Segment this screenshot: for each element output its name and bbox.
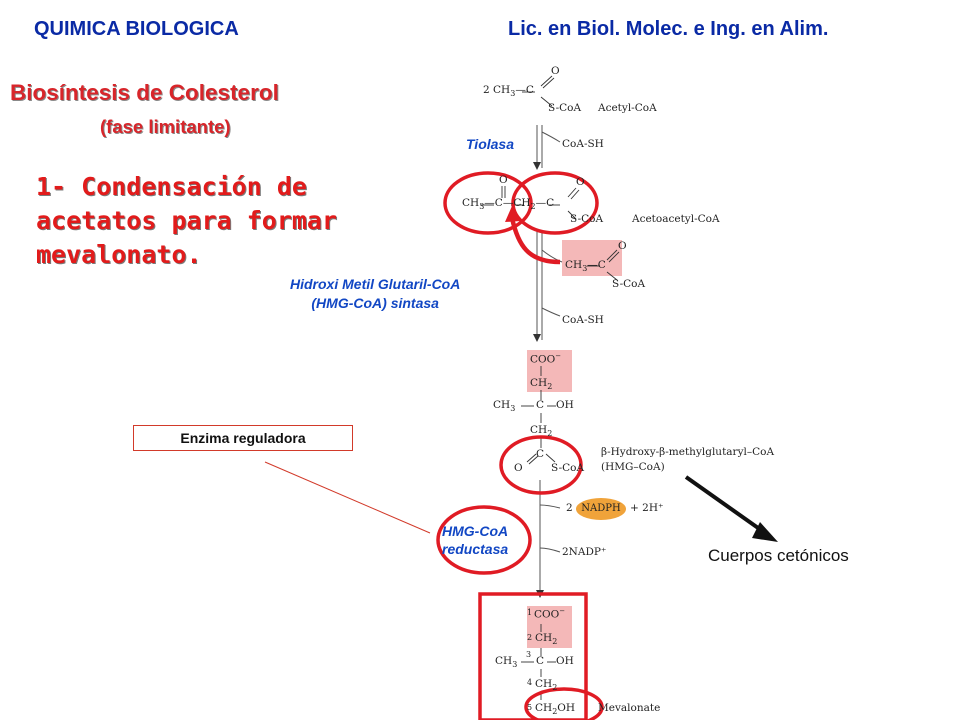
- condensation-arrow: [509, 217, 561, 265]
- acetyl-group-circle: [443, 171, 533, 235]
- hmg-ch2-top: CH2: [530, 377, 553, 392]
- alcohol-group-circle: [524, 687, 604, 720]
- mevalonate-head-highlight: [527, 606, 572, 648]
- ketone-arrow-shaft: [684, 475, 770, 537]
- reaction-arrows: [533, 125, 563, 598]
- mev-ch3: CH3: [495, 655, 518, 670]
- course-title: QUIMICA BIOLOGICA: [34, 18, 239, 40]
- hmg-head-highlight: [527, 350, 572, 392]
- hmg-coa-abbr: (HMG–CoA): [601, 461, 665, 473]
- hmg-c-bottom: C: [536, 448, 545, 460]
- enzyme-hmg-reductase-line1: HMG-CoA: [442, 523, 509, 539]
- ketone-bodies-label: Cuerpos cetónicos: [708, 546, 849, 565]
- oxygen-label: O: [499, 174, 508, 186]
- step-line-2: acetatos para formar: [36, 206, 338, 235]
- scoa-label: S-CoA: [548, 102, 582, 114]
- nadph-badge: NADPH: [576, 498, 626, 520]
- mev-ch2-top: CH2: [535, 632, 558, 647]
- hmg-oh: OH: [556, 399, 574, 411]
- hmg-ch2-bottom: CH2: [530, 424, 553, 439]
- carbon-number: 3: [526, 650, 532, 659]
- oxygen-label: O: [551, 65, 560, 77]
- step-line-1: 1- Condensación de: [36, 172, 307, 201]
- enzyme-hmg-synthase-line1: Hidroxi Metil Glutaril-CoA: [290, 276, 461, 292]
- annotation-circles: [436, 171, 604, 720]
- regulatory-connector: [264, 461, 431, 534]
- slide-subtitle: (fase limitante): [100, 116, 231, 137]
- scoa-label: S-CoA: [570, 213, 604, 225]
- reductase-circle: [436, 505, 532, 575]
- coash-label-1: CoA-SH: [562, 138, 604, 150]
- course-subtitle: Lic. en Biol. Molec. e Ing. en Alim.: [508, 18, 829, 40]
- mevalonate-box: [478, 592, 588, 720]
- hmg-coa-name: β-Hydroxy-β-methylglutaryl–CoA: [601, 446, 775, 458]
- slide-title: Biosíntesis de Colesterol: [10, 80, 279, 105]
- oxygen-label: O: [514, 462, 523, 474]
- carbon-number: 5: [527, 703, 533, 712]
- regulatory-enzyme-box: Enzima reguladora: [133, 425, 353, 451]
- step-line-3: mevalonato.: [36, 240, 202, 269]
- mev-c: C: [536, 655, 545, 667]
- coash-label-2: CoA-SH: [562, 314, 604, 326]
- carbon-number: 1: [527, 608, 533, 617]
- h-plus: + 2H⁺: [630, 502, 664, 514]
- scoa-label: S-CoA: [551, 462, 585, 474]
- acetyl-coa-name: Acetyl-CoA: [598, 102, 657, 114]
- step-description: 1- Condensación de acetatos para formar …: [36, 170, 337, 272]
- mev-ch2oh: CH2OH: [535, 702, 576, 717]
- nadph-coef: 2: [566, 502, 573, 514]
- thioester-group-circle: [511, 171, 599, 235]
- thioester-hmg-circle: [499, 435, 583, 495]
- carbon-number: 2: [527, 633, 533, 642]
- side-acetyl-formula: CH3—C: [565, 259, 606, 274]
- nadp-label: 2NADP⁺: [562, 546, 607, 558]
- oxygen-label: O: [576, 176, 585, 188]
- enzyme-tiolasa: Tiolasa: [466, 136, 514, 152]
- acetyl-coa-formula: 2 CH3—C: [483, 84, 534, 99]
- oxygen-label: O: [618, 240, 627, 252]
- acetoacetyl-coa-name: Acetoacetyl-CoA: [632, 213, 720, 225]
- enzyme-hmg-reductase-line2: reductasa: [442, 541, 509, 557]
- hmg-c: C: [536, 399, 545, 411]
- acetoacetyl-formula: CH3—C—CH2—C: [462, 197, 555, 212]
- carbon-number: 4: [527, 678, 533, 687]
- mev-oh: OH: [556, 655, 574, 667]
- mevalonate-name: Mevalonate: [598, 702, 661, 714]
- scoa-label: S-CoA: [612, 278, 646, 290]
- bond-lines: [480, 75, 620, 700]
- enzyme-hmg-synthase: Hidroxi Metil Glutaril-CoA (HMG-CoA) sin…: [290, 276, 460, 311]
- hmg-coo: COO−: [530, 352, 562, 366]
- mev-ch2-mid: CH2: [535, 678, 558, 693]
- acetyl-highlight: [562, 240, 622, 276]
- mev-coo: COO−: [534, 607, 566, 621]
- ketone-arrow-head: [752, 522, 778, 542]
- enzyme-hmg-reductase: HMG-CoA reductasa: [442, 522, 508, 558]
- enzyme-hmg-synthase-line2: (HMG-CoA) sintasa: [311, 295, 439, 311]
- hmg-center: CH3: [493, 399, 516, 414]
